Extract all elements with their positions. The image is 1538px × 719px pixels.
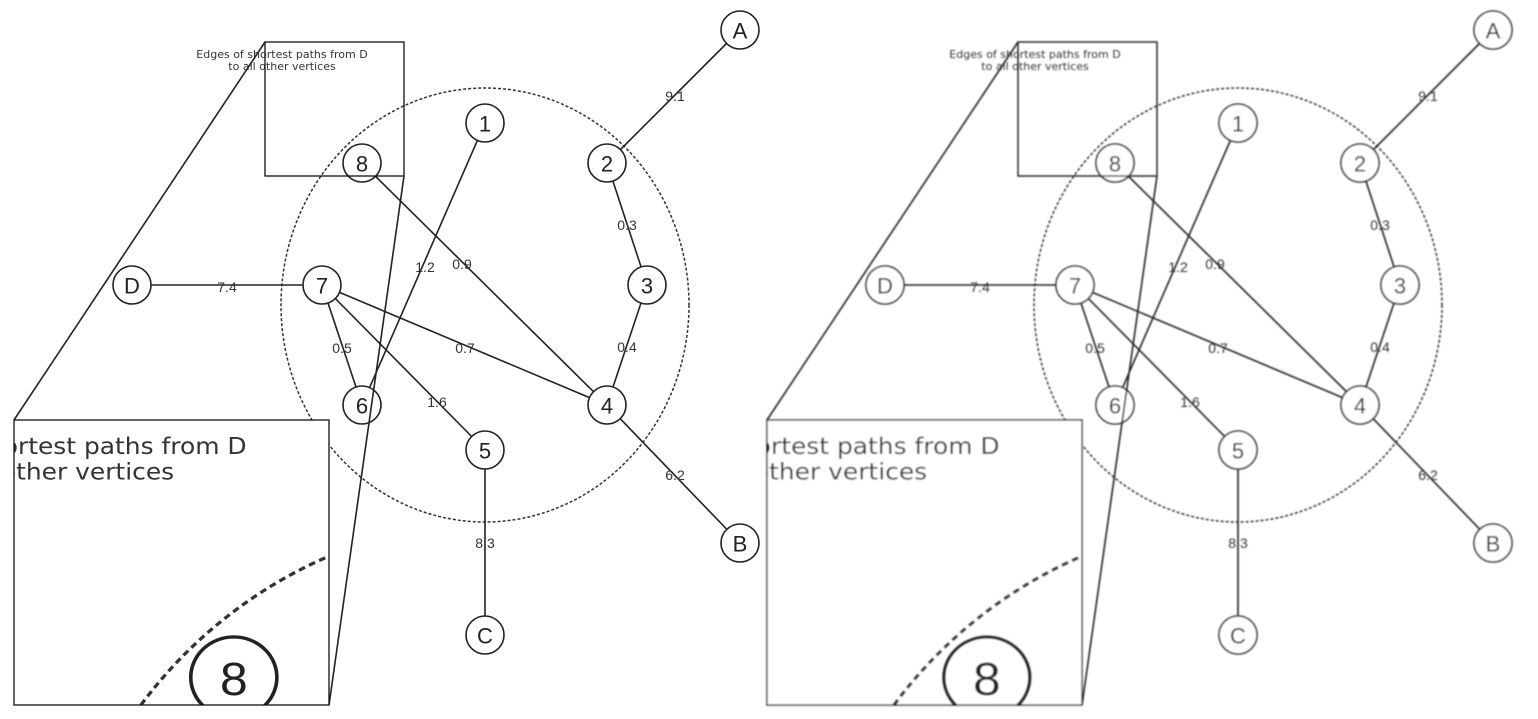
edge-7-5 — [321, 284, 486, 451]
vertex-label: 5 — [479, 439, 491, 464]
svg-text:6.2: 6.2 — [1418, 467, 1438, 483]
svg-text:Edges of shortest paths from D: Edges of shortest paths from D — [611, 433, 999, 460]
zoom-inset: Edges of shortest paths from Dto all oth… — [611, 419, 1083, 706]
edge-8-4 — [361, 162, 608, 406]
vertex-label: A — [733, 19, 748, 44]
vertex-label: 1 — [479, 112, 491, 137]
vertex-4[interactable]: 4 — [587, 385, 627, 425]
edge-6-1 — [361, 122, 486, 406]
edge-weight-label: 6.2 — [665, 467, 685, 483]
vertex-6[interactable]: 6 — [342, 385, 382, 425]
edge-weight-label: 7.4 — [217, 279, 237, 295]
panel-degraded: Edges of shortest paths from Dto all oth… — [611, 10, 1513, 706]
svg-text:1.2: 1.2 — [1168, 259, 1188, 275]
edge-weight-label: 0.3 — [617, 217, 637, 233]
vertex-label: B — [733, 532, 748, 557]
svg-text:1: 1 — [1232, 112, 1244, 137]
svg-text:D: D — [877, 274, 893, 299]
panel-original: Edges of shortest paths from Dto all oth… — [0, 10, 760, 706]
svg-text:5: 5 — [1232, 439, 1244, 464]
vertex-A[interactable]: A — [720, 10, 760, 50]
edge-3-4 — [606, 284, 648, 406]
svg-text:to all other vertices: to all other vertices — [981, 60, 1089, 73]
svg-text:6: 6 — [1109, 394, 1121, 419]
edge-weight-label: 0.5 — [332, 340, 352, 356]
zoom-region-box — [1017, 41, 1158, 177]
svg-text:to all other vertices: to all other vertices — [0, 458, 174, 485]
svg-text:8: 8 — [1109, 152, 1121, 177]
edge-weight-label: 0.7 — [455, 340, 475, 356]
zoom-connector-line — [766, 41, 1019, 421]
svg-text:C: C — [1230, 624, 1246, 649]
svg-text:3: 3 — [1394, 274, 1406, 299]
svg-text:0.9: 0.9 — [1205, 256, 1225, 272]
svg-text:1.6: 1.6 — [1180, 394, 1200, 410]
vertex-5[interactable]: 5 — [465, 430, 505, 470]
svg-text:4: 4 — [1354, 394, 1366, 419]
svg-text:8: 8 — [973, 653, 1001, 705]
edge-4-B — [606, 404, 741, 544]
edge-weight-label: 0.4 — [617, 339, 637, 355]
svg-text:B: B — [1486, 532, 1501, 557]
svg-text:0.5: 0.5 — [1085, 340, 1105, 356]
edge-7-6 — [321, 284, 363, 406]
svg-text:0.3: 0.3 — [1370, 217, 1390, 233]
diagram-title-line: Edges of shortest paths from D — [196, 48, 367, 61]
svg-text:8.3: 8.3 — [1228, 535, 1248, 551]
vertex-label: 3 — [641, 274, 653, 299]
vertex-label: 7 — [316, 274, 328, 299]
vertex-8[interactable]: 8 — [342, 143, 382, 183]
zoom-inset: Edges of shortest paths from Dto all oth… — [0, 419, 330, 706]
zoom-connector-line — [13, 41, 266, 421]
edge-weight-label: 9.1 — [665, 88, 685, 104]
svg-text:Edges of shortest paths from D: Edges of shortest paths from D — [949, 48, 1120, 61]
svg-text:to all other vertices: to all other vertices — [684, 458, 927, 485]
vertex-1[interactable]: 1 — [465, 103, 505, 143]
edge-weight-label: 8.3 — [475, 535, 495, 551]
edge-2-3 — [606, 162, 648, 286]
svg-text:0.7: 0.7 — [1208, 340, 1228, 356]
edge-weight-label: 1.2 — [415, 259, 435, 275]
vertex-3[interactable]: 3 — [627, 265, 667, 305]
vertex-label: 6 — [356, 394, 368, 419]
vertex-label: 4 — [601, 394, 613, 419]
edge-7-4 — [321, 284, 608, 406]
vertex-C[interactable]: C — [465, 615, 505, 655]
svg-text:7.4: 7.4 — [970, 279, 990, 295]
vertex-label: 8 — [356, 152, 368, 177]
svg-text:8: 8 — [220, 653, 248, 705]
edge-weight-label: 1.6 — [427, 394, 447, 410]
svg-text:9.1: 9.1 — [1418, 88, 1438, 104]
diagram-title-line: to all other vertices — [228, 60, 336, 73]
vertex-label: C — [477, 624, 493, 649]
svg-text:7: 7 — [1069, 274, 1081, 299]
svg-text:Edges of shortest paths from D: Edges of shortest paths from D — [0, 433, 247, 460]
vertex-label: 2 — [601, 152, 613, 177]
vertex-D[interactable]: D — [112, 265, 152, 305]
svg-text:A: A — [1486, 19, 1501, 44]
svg-text:0.4: 0.4 — [1370, 339, 1390, 355]
edge-2-A — [606, 29, 741, 164]
svg-text:2: 2 — [1354, 152, 1366, 177]
zoom-region-box — [264, 41, 405, 177]
vertex-7[interactable]: 7 — [302, 265, 342, 305]
vertex-label: D — [124, 274, 140, 299]
vertex-2[interactable]: 2 — [587, 143, 627, 183]
vertex-B[interactable]: B — [720, 523, 760, 563]
edge-weight-label: 0.9 — [452, 256, 472, 272]
zoom-connector-line — [328, 175, 405, 706]
zoom-connector-line — [1081, 175, 1158, 706]
